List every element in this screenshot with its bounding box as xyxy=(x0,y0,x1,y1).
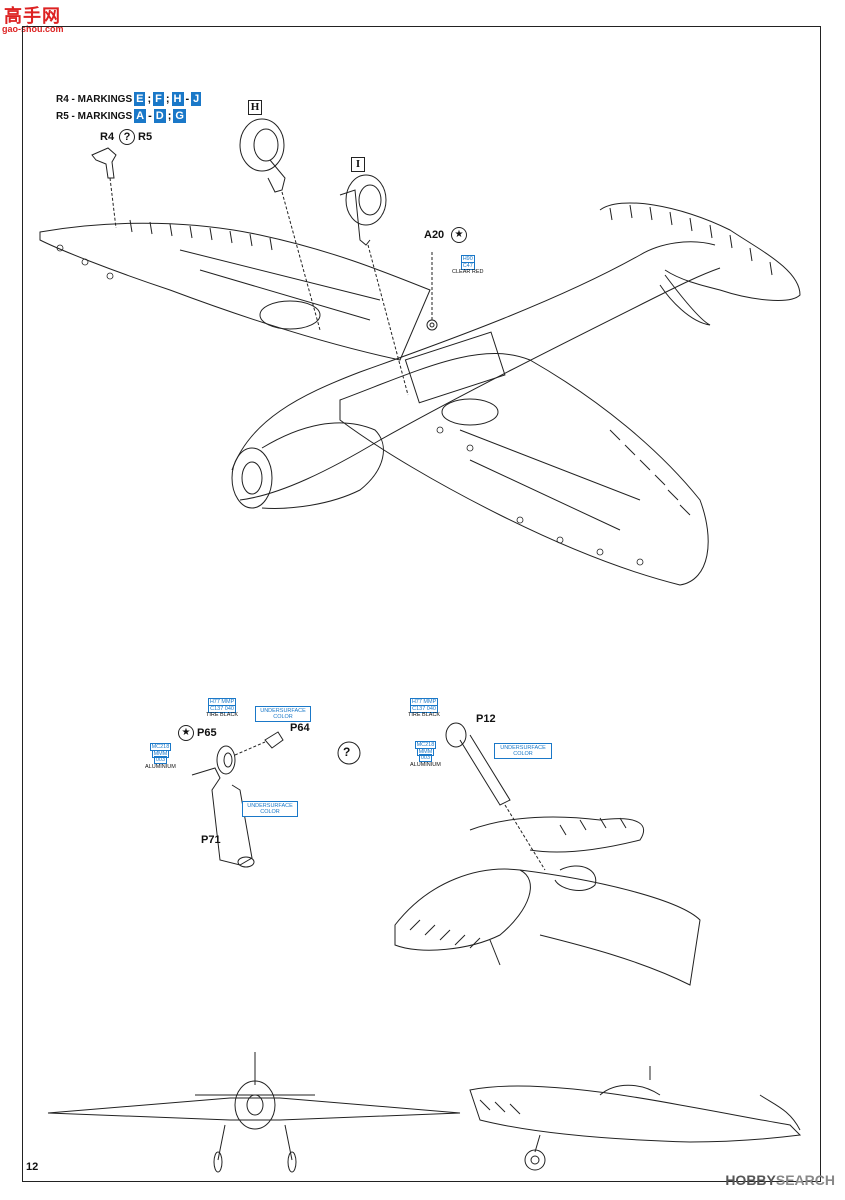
marking-separator: ; xyxy=(147,93,152,105)
paint-code: MC218 xyxy=(149,743,172,751)
label-p64: P64 xyxy=(290,722,310,734)
paint-code: H77 MMP xyxy=(409,698,439,706)
markings-prefix-r5: R5 - MARKINGS xyxy=(56,110,133,122)
label-r5: R5 xyxy=(138,131,153,143)
paint-callout-a20: H90 C47 CLEAR RED xyxy=(452,255,484,276)
star-icon: ★ xyxy=(178,725,194,741)
label-a20: A20 xyxy=(424,229,445,241)
watermark-logo: 高手网 xyxy=(4,6,61,26)
front-view-drawing xyxy=(47,1052,461,1173)
wheel-i-drawing xyxy=(339,174,409,396)
marking-code: D xyxy=(153,109,166,123)
marking-code: H xyxy=(171,92,184,106)
undersurface-callout-right: UNDERSURFACE COLOR xyxy=(494,743,552,759)
marking-separator: ; xyxy=(167,110,172,122)
markings-row-r4: R4 - MARKINGS E ; F ; H - J xyxy=(56,92,202,106)
paint-name: TIRE BLACK xyxy=(408,712,441,718)
markings-prefix-r4: R4 - MARKINGS xyxy=(56,93,133,105)
subassembly-left-drawing xyxy=(191,731,284,868)
subassembly-right-drawing xyxy=(394,722,701,986)
paint-code: 003 xyxy=(153,756,168,764)
publisher-logo: HOBBYSEARCH xyxy=(725,1172,835,1188)
paint-code: C137 040 xyxy=(208,704,236,713)
label-i: I xyxy=(351,157,365,172)
paint-code: 003 xyxy=(418,754,433,762)
label-p65: P65 xyxy=(197,727,217,739)
question-icon: ? xyxy=(343,745,351,759)
marking-code: F xyxy=(153,92,164,106)
label-h: H xyxy=(248,100,262,115)
star-icon: ★ xyxy=(451,227,467,243)
page-frame xyxy=(22,26,821,1182)
label-p71: P71 xyxy=(201,834,221,846)
marking-code: G xyxy=(173,109,186,123)
paint-callout-alu-right: MC218 MMM 003 ALUMINIUM xyxy=(410,741,441,768)
marking-code: A xyxy=(134,109,147,123)
paint-name: ALUMINIUM xyxy=(410,761,441,768)
marking-code: E xyxy=(134,92,146,106)
publisher-logo-b: SEARCH xyxy=(775,1172,835,1188)
wheel-h-drawing xyxy=(239,118,321,331)
undersurface-callout-left-top: UNDERSURFACE COLOR xyxy=(255,706,311,722)
publisher-logo-a: HOBBY xyxy=(725,1172,776,1188)
paint-name: TIRE BLACK xyxy=(206,712,239,718)
undersurface-callout-left-bottom: UNDERSURFACE COLOR xyxy=(242,801,298,817)
question-circle-center xyxy=(337,741,361,765)
label-r4: R4 xyxy=(100,131,115,143)
paint-code: MC218 xyxy=(414,741,437,749)
part-r4-r5-drawing xyxy=(91,147,117,229)
paint-code: C137 040 xyxy=(410,704,438,713)
page-number: 12 xyxy=(26,1161,39,1173)
side-view-drawing xyxy=(469,1066,802,1171)
watermark-url: gao-shou.com xyxy=(2,24,64,34)
paint-name: ALUMINIUM xyxy=(145,763,176,770)
markings-row-r5: R5 - MARKINGS A - D ; G xyxy=(56,109,186,123)
aircraft-underside-drawing xyxy=(39,202,801,586)
question-icon: ? xyxy=(119,129,135,145)
marking-separator: - xyxy=(148,110,152,122)
marking-separator: - xyxy=(185,93,190,105)
paint-callout-tire-left: H77 MMP C137 040 TIRE BLACK xyxy=(206,698,239,719)
marking-separator: ; xyxy=(165,93,170,105)
label-p12: P12 xyxy=(476,713,496,725)
paint-callout-tire-right: H77 MMP C137 040 TIRE BLACK xyxy=(408,698,441,719)
paint-code: H77 MMP xyxy=(207,698,237,706)
paint-code: C47 xyxy=(460,261,475,270)
paint-code: MMM xyxy=(151,749,170,758)
paint-code: MMM xyxy=(416,747,435,756)
paint-name: CLEAR RED xyxy=(452,269,484,275)
paint-callout-alu-left: MC218 MMM 003 ALUMINIUM xyxy=(145,743,176,770)
marking-code: J xyxy=(191,92,202,106)
paint-code: H90 xyxy=(460,255,475,263)
